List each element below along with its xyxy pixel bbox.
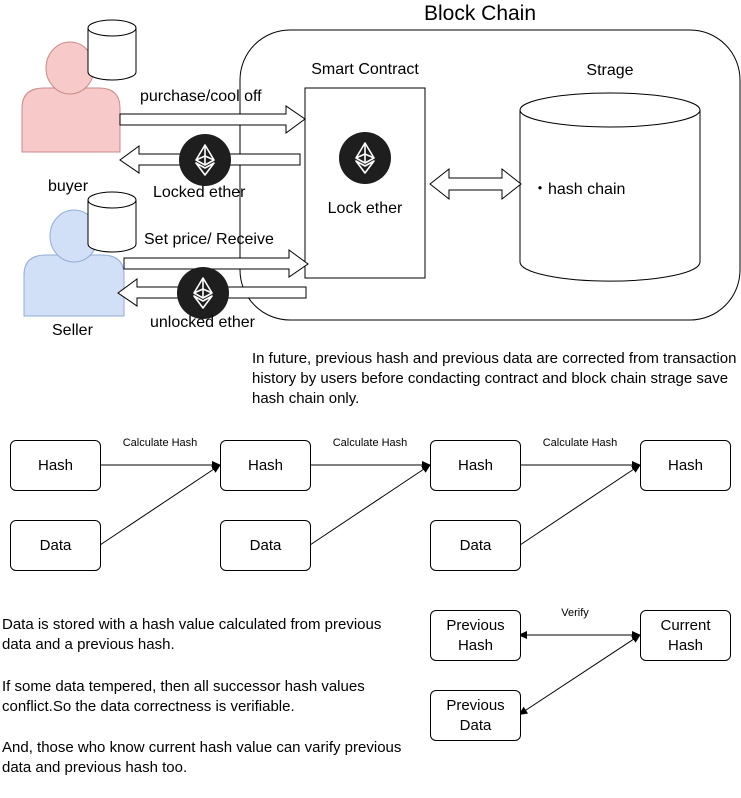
smart-contract-label: Smart Contract [311, 61, 419, 78]
contract-storage-double-arrow [429, 167, 522, 201]
seller-wallet-cylinder-icon [87, 191, 137, 253]
data-box-2: Data [220, 520, 311, 571]
explanation-paragraph-3: And, those who know current hash value c… [2, 739, 402, 776]
previous-data-box: Previous Data [430, 690, 521, 741]
verify-arrow-prevdata-current [518, 634, 641, 716]
calculate-hash-label-3: Calculate Hash [542, 437, 618, 449]
ether-badge-icon [179, 134, 231, 186]
explanation-paragraph-1: Data is stored with a hash value calcula… [2, 616, 382, 653]
hash-box-3: Hash [430, 440, 521, 491]
flow-label-unlocked-ether: unlocked ether [150, 314, 255, 331]
hash-box-4: Hash [640, 440, 731, 491]
blockchain-boundary [239, 29, 741, 321]
storage-item-label: ・hash chain [532, 181, 626, 198]
smart-contract-body-label: Lock ether [327, 200, 403, 217]
current-hash-box: Current Hash [640, 610, 731, 661]
explanation-paragraph-2: If some data tempered, then all successo… [2, 678, 365, 715]
previous-hash-box: Previous Hash [430, 610, 521, 661]
buyer-label: buyer [48, 178, 89, 195]
buyer-to-contract-arrow [119, 105, 306, 134]
data-box-1: Data [10, 520, 101, 571]
calculate-hash-label-2: Calculate Hash [332, 437, 408, 449]
future-note: In future, previous hash and previous da… [252, 350, 737, 407]
seller-label: Seller [52, 322, 93, 339]
chain-arrow-data3-hash4 [519, 464, 641, 546]
data-box-3: Data [430, 520, 521, 571]
storage-cylinder [519, 92, 701, 282]
ether-badge-icon [177, 267, 229, 319]
diagram-title: Block Chain [423, 2, 537, 25]
chain-arrow-data2-hash3 [309, 464, 431, 546]
calculate-hash-label-1: Calculate Hash [122, 437, 198, 449]
flow-label-purchase: purchase/cool off [140, 88, 262, 105]
chain-arrow-data1-hash2 [99, 464, 221, 546]
seller-to-contract-arrow [123, 249, 309, 278]
flow-label-locked-ether: Locked ether [153, 184, 246, 201]
buyer-wallet-cylinder-icon [87, 19, 137, 81]
smart-contract-box [304, 87, 426, 279]
verify-label: Verify [561, 607, 589, 619]
ether-badge-icon [339, 132, 391, 184]
storage-label: Strage [586, 62, 634, 79]
flow-label-set-price: Set price/ Receive [144, 231, 274, 248]
hash-box-1: Hash [10, 440, 101, 491]
seller-person-icon [23, 209, 125, 317]
hash-box-2: Hash [220, 440, 311, 491]
